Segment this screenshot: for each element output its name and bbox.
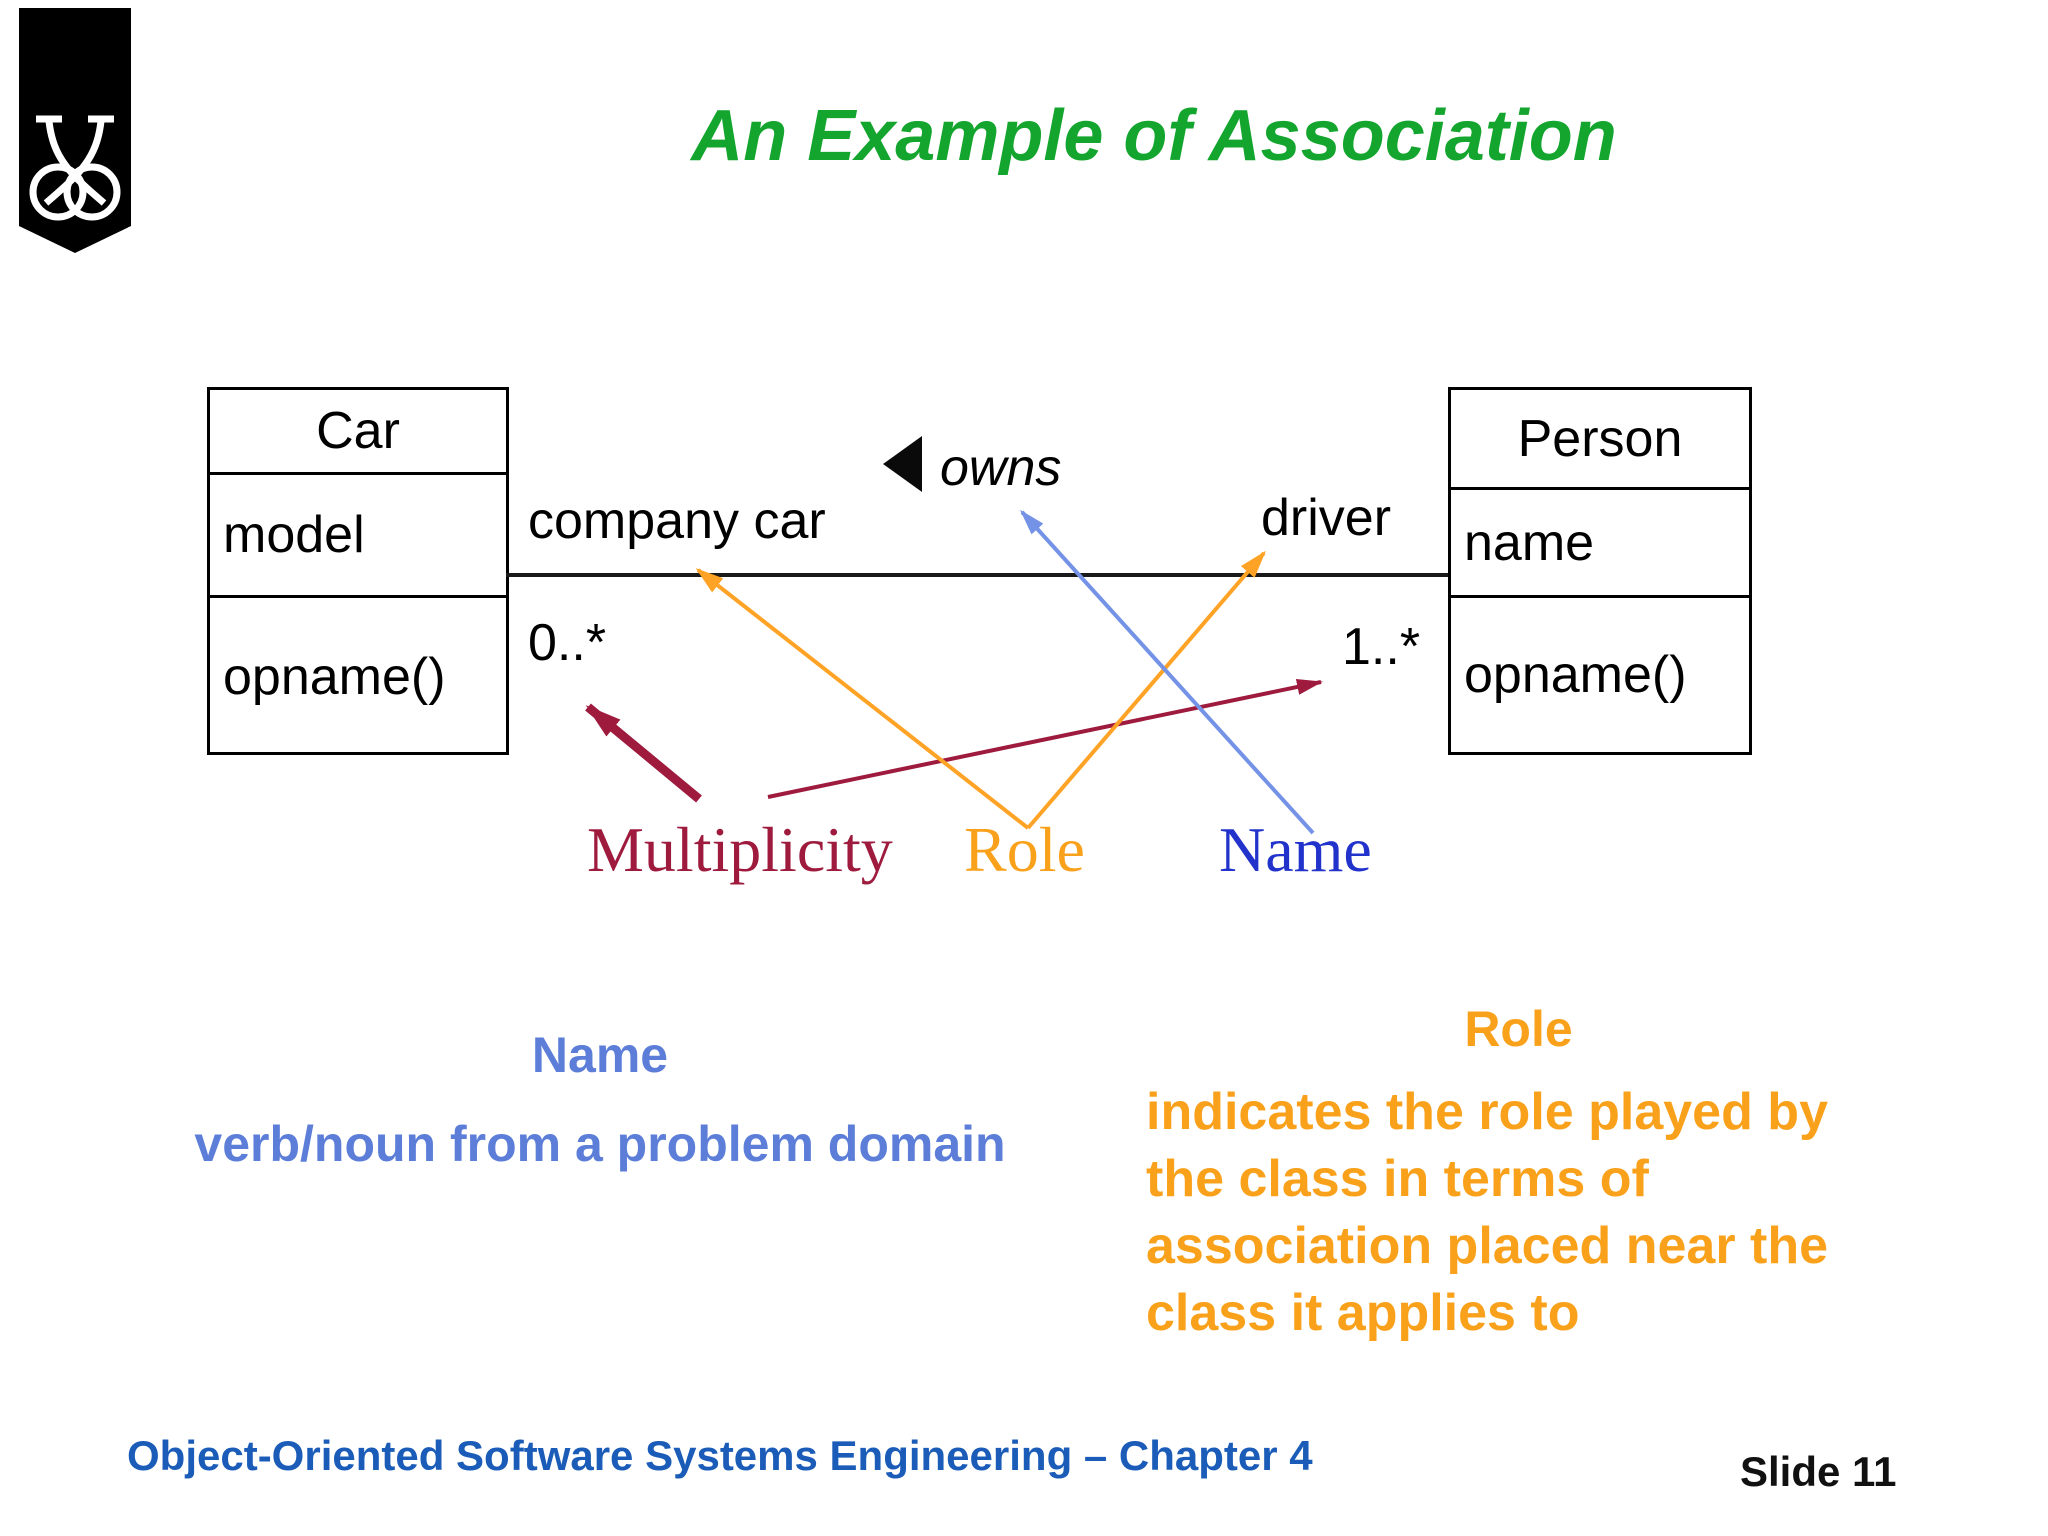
footer-slide-number: Slide 11 bbox=[1740, 1448, 1897, 1495]
class-operation: opname() bbox=[1451, 595, 1749, 752]
note-role-line: indicates the role played by bbox=[1146, 1083, 1828, 1141]
association-line bbox=[506, 573, 1448, 577]
role-label-driver: driver bbox=[1261, 489, 1392, 547]
class-operation: opname() bbox=[210, 595, 506, 755]
note-name-block: Name verb/noun from a problem domain bbox=[150, 1028, 1050, 1172]
pennant-shape bbox=[19, 8, 131, 253]
name-arrow bbox=[1019, 509, 1315, 835]
role-arrow-right bbox=[1026, 550, 1266, 830]
uml-class-person: Person name opname() bbox=[1448, 387, 1752, 755]
multiplicity-arrow-right bbox=[767, 679, 1323, 799]
multiplicity-label-left: 0..* bbox=[528, 614, 607, 672]
uml-class-car: Car model opname() bbox=[207, 387, 509, 755]
role-label-company-car: company car bbox=[528, 492, 826, 550]
note-role-line: the class in terms of bbox=[1146, 1150, 1649, 1208]
annotation-name: Name bbox=[1219, 814, 1372, 885]
note-name-heading: Name bbox=[531, 1027, 669, 1083]
owns-direction-triangle-icon bbox=[883, 436, 922, 492]
note-role-line: class it applies to bbox=[1146, 1284, 1580, 1342]
note-name-body: verb/noun from a problem domain bbox=[194, 1116, 1006, 1172]
logo-emblem bbox=[29, 115, 121, 221]
note-role-block: Role indicates the role played by the cl… bbox=[1146, 1002, 1891, 1347]
class-attribute: name bbox=[1451, 487, 1749, 595]
footer-course-title: Object-Oriented Software Systems Enginee… bbox=[127, 1432, 1313, 1479]
class-name: Car bbox=[316, 402, 400, 460]
annotation-role: Role bbox=[964, 814, 1085, 885]
class-attribute: model bbox=[210, 472, 506, 595]
multiplicity-label-right: 1..* bbox=[1342, 618, 1421, 676]
role-arrow-left bbox=[695, 568, 1030, 830]
university-logo bbox=[19, 8, 131, 253]
multiplicity-arrow-left bbox=[585, 703, 702, 803]
page-title: An Example of Association bbox=[691, 96, 1617, 176]
note-role-heading: Role bbox=[1464, 1001, 1573, 1057]
association-name-label: owns bbox=[940, 439, 1062, 497]
class-name: Person bbox=[1517, 409, 1683, 468]
annotation-multiplicity: Multiplicity bbox=[587, 814, 893, 885]
note-role-line: association placed near the bbox=[1146, 1217, 1829, 1275]
